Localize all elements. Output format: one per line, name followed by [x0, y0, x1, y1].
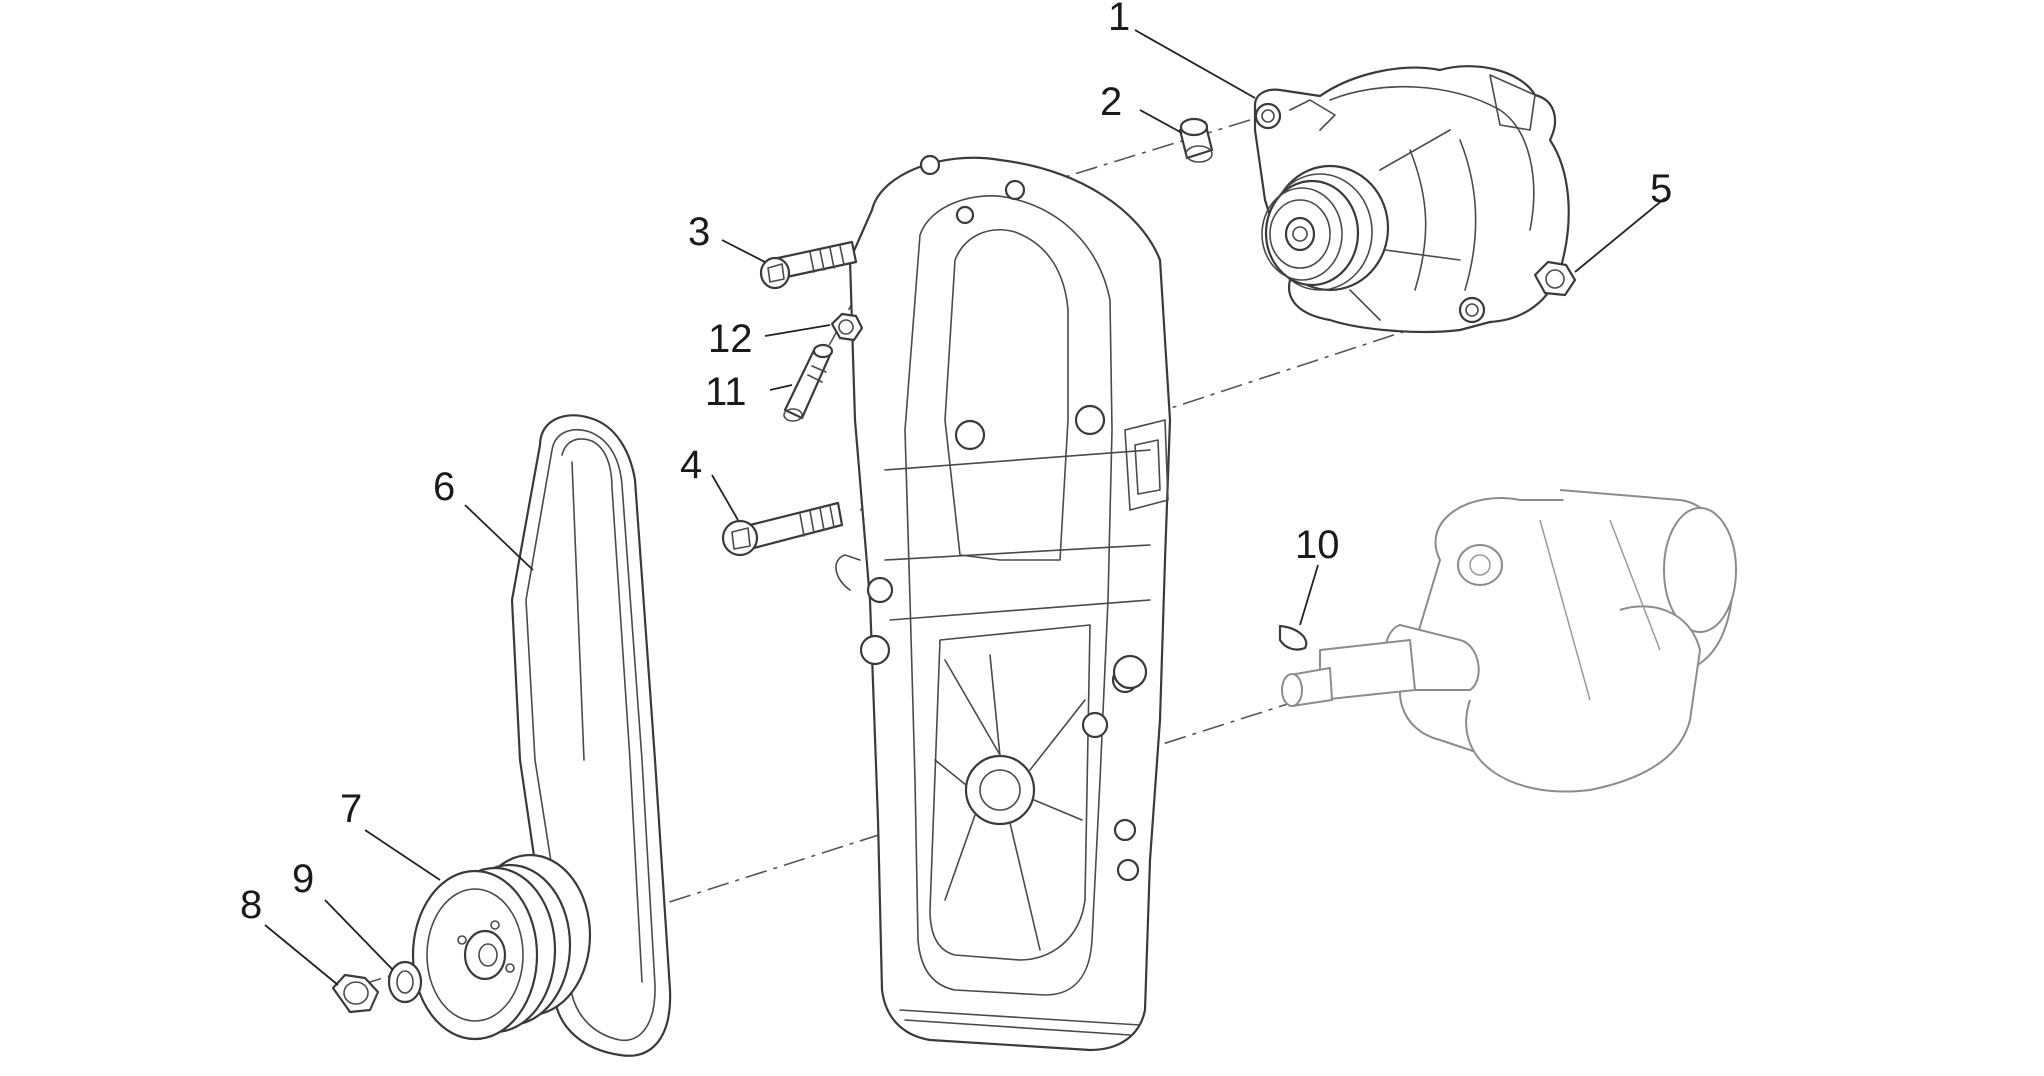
callout-11: 11 — [705, 370, 747, 414]
bolt-upper — [759, 240, 858, 290]
callout-10: 10 — [1295, 523, 1340, 567]
bush — [1178, 117, 1214, 163]
callout-labels: 1 2 3 4 5 6 7 8 9 10 11 12 — [240, 0, 1672, 927]
small-nut — [830, 312, 864, 342]
alternator — [1253, 65, 1570, 334]
stud — [783, 343, 834, 422]
woodruff-key — [1278, 624, 1308, 651]
bolt-lower — [721, 501, 844, 557]
crankshaft — [1281, 489, 1737, 793]
pulley-nut — [331, 973, 380, 1014]
timing-cover — [835, 154, 1172, 1052]
alternator-nut — [1533, 260, 1577, 297]
callout-3: 3 — [688, 210, 710, 254]
leader-lines — [264, 29, 1666, 986]
callout-7: 7 — [340, 787, 362, 831]
callout-2: 2 — [1100, 80, 1122, 124]
callout-9: 9 — [292, 857, 314, 901]
callout-12: 12 — [708, 317, 753, 361]
callout-6: 6 — [433, 465, 455, 509]
callout-4: 4 — [680, 443, 702, 487]
crank-pulley — [411, 853, 592, 1041]
callout-1: 1 — [1108, 0, 1130, 39]
callout-8: 8 — [240, 883, 262, 927]
washer — [387, 960, 423, 1004]
callout-5: 5 — [1650, 167, 1672, 211]
